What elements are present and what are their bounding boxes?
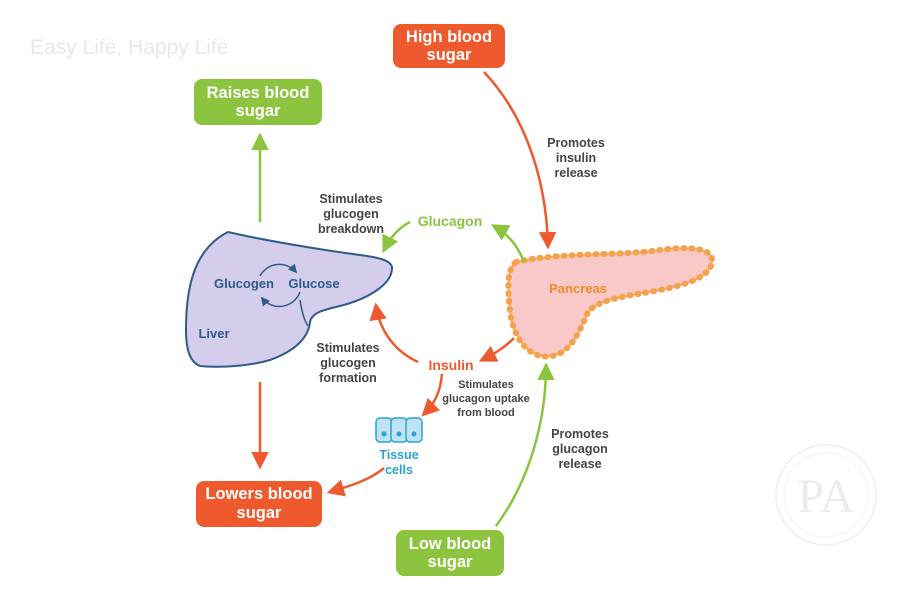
- cycle-arrow-icon: [260, 291, 301, 308]
- svg-text:Promotes: Promotes: [547, 136, 605, 150]
- pancreas-shape: [505, 245, 715, 360]
- svg-text:Stimulates: Stimulates: [458, 379, 514, 391]
- pancreas: Pancreas: [505, 245, 715, 360]
- insulin-label: Insulin: [428, 357, 473, 373]
- liver: Glucogen Glucose Liver: [184, 230, 394, 368]
- arrow-insulin-to-liver: [369, 302, 419, 364]
- svg-text:High blood: High blood: [406, 28, 492, 46]
- tissue-cells-label-1: Tissue: [379, 448, 418, 462]
- tissue-cells: Tissue cells: [375, 417, 423, 477]
- arrow-low-sugar-to-pancreas: [494, 362, 555, 527]
- svg-text:Lowers blood: Lowers blood: [205, 485, 312, 503]
- tissue-cells-label-2: cells: [385, 463, 413, 477]
- lowers-blood-sugar-box: Lowers blood sugar: [196, 481, 322, 527]
- svg-text:formation: formation: [319, 371, 377, 385]
- low-blood-sugar-box: Low blood sugar: [396, 530, 504, 576]
- liver-label: Liver: [198, 326, 229, 341]
- annotation-stimulates-formation: Stimulates glucogen formation: [316, 341, 379, 385]
- glucogen-label: Glucogen: [214, 276, 274, 291]
- svg-text:sugar: sugar: [236, 102, 282, 120]
- arrow-high-sugar-to-pancreas: [483, 71, 557, 250]
- svg-text:Promotes: Promotes: [551, 427, 609, 441]
- svg-text:glucagon uptake: glucagon uptake: [442, 393, 529, 405]
- svg-text:sugar: sugar: [427, 46, 473, 64]
- high-blood-sugar-box: High blood sugar: [393, 24, 505, 68]
- arrow-pancreas-to-glucagon: [490, 224, 526, 263]
- svg-text:Low blood: Low blood: [409, 535, 491, 553]
- glucose-label: Glucose: [288, 276, 339, 291]
- svg-text:glucogen: glucogen: [323, 207, 379, 221]
- svg-text:Stimulates: Stimulates: [316, 341, 379, 355]
- arrow-pancreas-to-insulin: [478, 337, 515, 362]
- watermark-text: Easy Life, Happy Life: [30, 36, 228, 59]
- arrow-tissue-to-lowers: [326, 467, 385, 497]
- watermark-logo-text: PA: [798, 470, 855, 523]
- cycle-arrow-icon: [259, 263, 298, 277]
- svg-text:sugar: sugar: [237, 504, 283, 522]
- annotation-stimulates-uptake: Stimulates glucagon uptake from blood: [442, 379, 529, 419]
- watermark-logo: PA: [775, 444, 877, 546]
- raises-blood-sugar-box: Raises blood sugar: [194, 79, 322, 125]
- svg-text:release: release: [554, 166, 597, 180]
- annotation-stimulates-breakdown: Stimulates glucogen breakdown: [318, 192, 384, 236]
- svg-text:sugar: sugar: [428, 553, 474, 571]
- svg-text:Stimulates: Stimulates: [319, 192, 382, 206]
- svg-text:glucogen: glucogen: [320, 356, 376, 370]
- svg-text:insulin: insulin: [556, 151, 596, 165]
- svg-text:glucagon: glucagon: [552, 442, 608, 456]
- liver-shape: [184, 230, 394, 368]
- glucagon-label: Glucagon: [418, 213, 483, 229]
- pancreas-label: Pancreas: [549, 281, 607, 296]
- annotation-promotes-insulin-release: Promotes insulin release: [547, 136, 605, 180]
- svg-text:breakdown: breakdown: [318, 222, 384, 236]
- arrow-glucagon-to-liver: [382, 220, 411, 254]
- svg-text:from blood: from blood: [457, 407, 514, 419]
- svg-text:release: release: [558, 457, 601, 471]
- svg-text:Raises blood: Raises blood: [207, 84, 310, 102]
- annotation-promotes-glucagon-release: Promotes glucagon release: [551, 427, 609, 471]
- arrow-insulin-to-tissue: [421, 373, 444, 417]
